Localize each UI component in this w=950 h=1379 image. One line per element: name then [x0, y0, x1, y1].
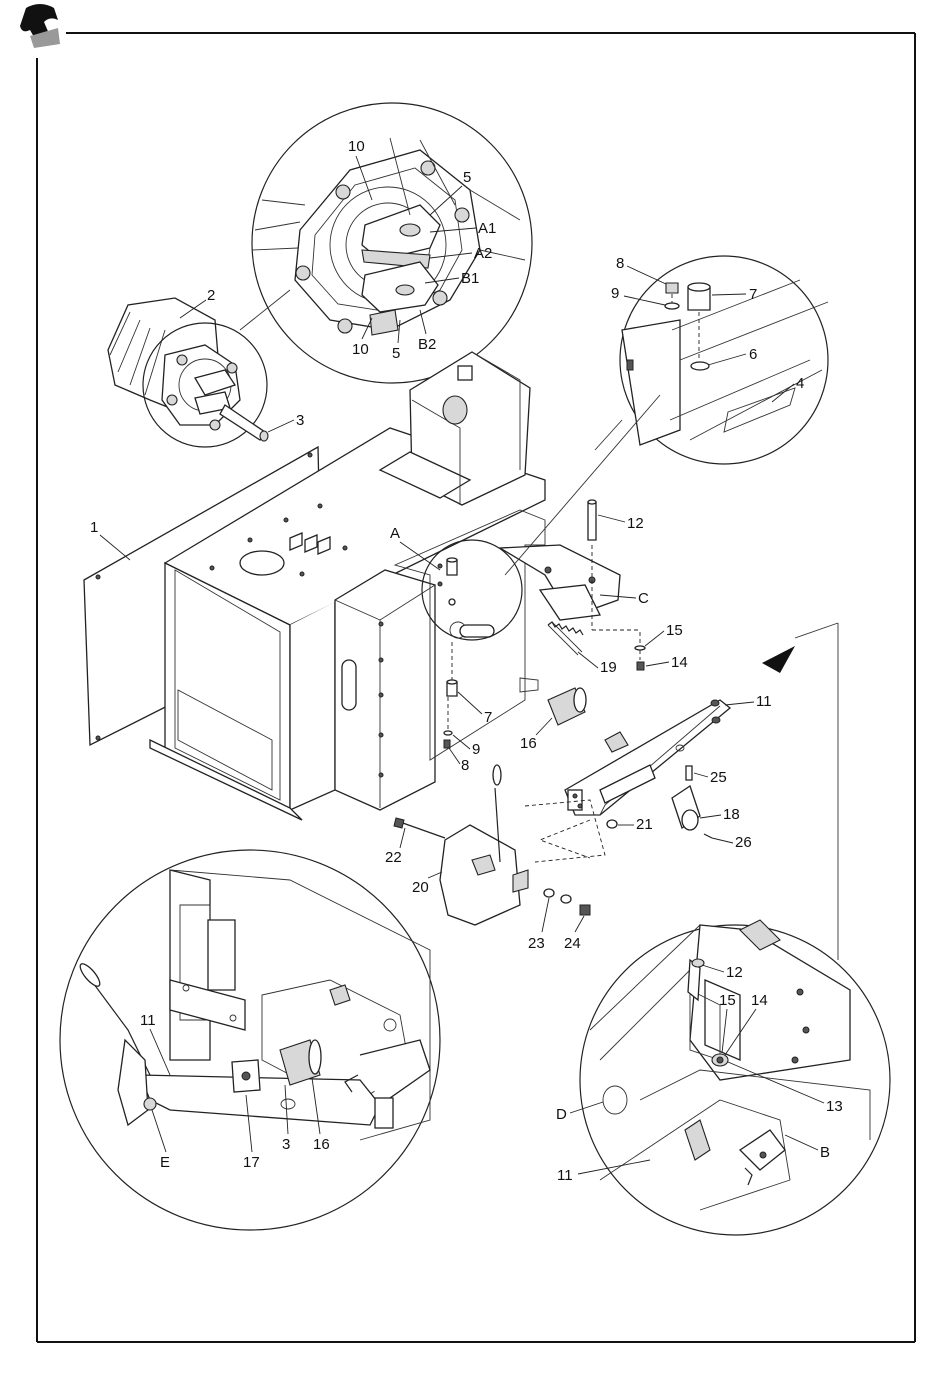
label-a2: A2 — [474, 245, 492, 262]
label-6: 6 — [749, 346, 757, 363]
detail-circle-lever — [60, 850, 440, 1230]
label-23: 23 — [528, 935, 545, 952]
label-26: 26 — [735, 834, 752, 851]
label-12-main: 12 — [627, 515, 644, 532]
label-2: 2 — [207, 287, 215, 304]
main-chassis — [84, 352, 660, 820]
label-13: 13 — [826, 1098, 843, 1115]
motor-assembly — [108, 290, 290, 447]
detail-circle-motor-mount — [252, 103, 532, 383]
label-7-main: 7 — [484, 709, 492, 726]
label-18: 18 — [723, 806, 740, 823]
label-e: E — [160, 1154, 170, 1171]
label-7-right: 7 — [749, 286, 757, 303]
label-c: C — [638, 590, 649, 607]
label-5-bottom: 5 — [392, 345, 400, 362]
label-8-right: 8 — [616, 255, 624, 272]
label-17: 17 — [243, 1154, 260, 1171]
label-25: 25 — [710, 769, 727, 786]
label-11-detail-right: 11 — [557, 1167, 573, 1184]
label-14-main: 14 — [671, 654, 688, 671]
label-3-detail: 3 — [282, 1136, 290, 1153]
label-15-main: 15 — [666, 622, 683, 639]
label-9-right: 9 — [611, 285, 619, 302]
label-a1: A1 — [478, 220, 496, 237]
label-19: 19 — [600, 659, 617, 676]
label-b2: B2 — [418, 336, 436, 353]
label-5-top: 5 — [463, 169, 471, 186]
detail-circle-pivot — [595, 256, 828, 464]
label-b1: B1 — [461, 270, 479, 287]
label-b: B — [820, 1144, 830, 1161]
label-21: 21 — [636, 816, 653, 833]
label-22: 22 — [385, 849, 402, 866]
label-10-top: 10 — [348, 138, 365, 155]
label-14-detail: 14 — [751, 992, 768, 1009]
label-11-detail-left: 11 — [140, 1012, 156, 1029]
label-12-detail: 12 — [726, 964, 743, 981]
brand-logo — [20, 4, 60, 48]
label-11-main: 11 — [756, 693, 772, 710]
label-a: A — [390, 525, 400, 542]
label-20: 20 — [412, 879, 429, 896]
label-1: 1 — [90, 519, 98, 536]
label-16-detail: 16 — [313, 1136, 330, 1153]
label-24: 24 — [564, 935, 581, 952]
label-8-main: 8 — [461, 757, 469, 774]
label-4: 4 — [796, 375, 804, 392]
label-15-detail: 15 — [719, 992, 736, 1009]
label-16-main: 16 — [520, 735, 537, 752]
label-10-bottom: 10 — [352, 341, 369, 358]
main-small-parts — [394, 500, 838, 960]
label-9-main: 9 — [472, 741, 480, 758]
label-3: 3 — [296, 412, 304, 429]
label-d: D — [556, 1106, 567, 1123]
